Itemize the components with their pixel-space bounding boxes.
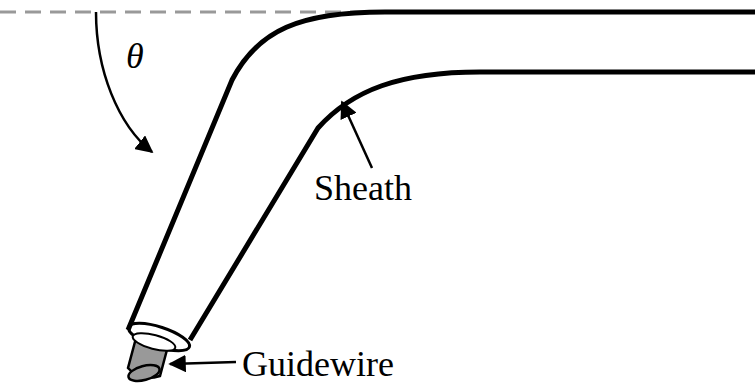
leader-arrow [342,102,372,168]
leader-arrow [170,362,236,364]
sheath-end [125,318,192,357]
part-label: Sheath [314,170,412,206]
angle-arc [96,12,152,152]
sheath-tube [128,12,755,340]
angle-symbol: θ [126,38,144,74]
guidewire-top [131,330,177,355]
reference-line [0,11,385,14]
part-label: Guidewire [242,346,394,382]
